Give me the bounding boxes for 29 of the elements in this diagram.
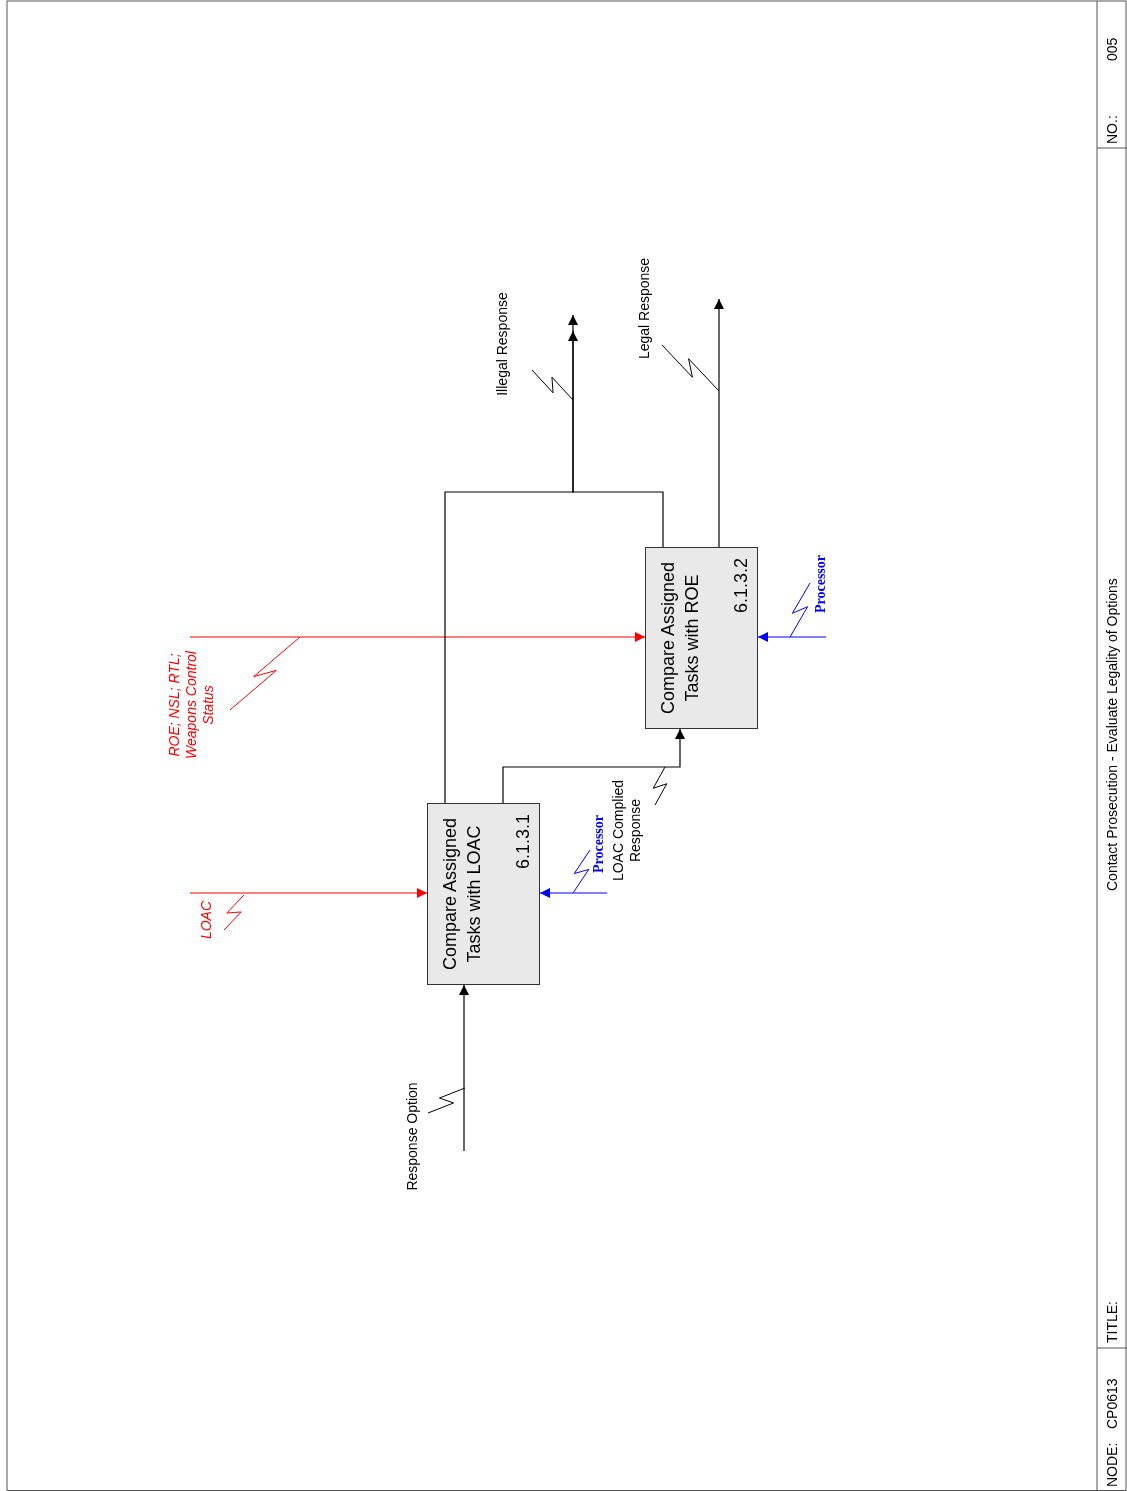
activity-box: [645, 547, 758, 729]
arrow-label: LOAC Complied Response: [610, 778, 644, 884]
arrow-label: Illegal Response: [494, 291, 511, 398]
arrow: [714, 298, 724, 548]
arrow: [459, 984, 469, 1152]
title-block-text: 005: [1103, 37, 1121, 61]
arrow: [539, 888, 608, 898]
activity-number: 6.1.3.2: [730, 558, 752, 614]
arrow: [189, 888, 428, 898]
arrow-label: ROE; NSL; RTL; Weapons Control Status: [166, 649, 217, 761]
arrow: [189, 632, 646, 642]
arrow: [502, 728, 685, 804]
arrow: [757, 632, 827, 642]
arrow: [444, 314, 578, 804]
title-block-text: CP0613: [1103, 1378, 1121, 1429]
arrow: [568, 330, 664, 548]
diagram-title: Contact Prosecution - Evaluate Legality of Options: [1103, 578, 1121, 891]
activity-number: 6.1.3.1: [512, 814, 534, 870]
activity-box: [427, 803, 540, 985]
title-block-text: NODE:: [1103, 1442, 1121, 1487]
activity-name: Compare Assigned Tasks with ROE: [657, 560, 703, 717]
arrow-label: Legal Response: [636, 256, 653, 362]
arrow-label: Processor: [590, 813, 607, 876]
title-block-text: TITLE:: [1103, 1301, 1121, 1343]
arrow-label: Response Option: [404, 1081, 421, 1193]
activity-name: Compare Assigned Tasks with LOAC: [439, 816, 485, 973]
title-block-text: NO.:: [1103, 115, 1121, 144]
arrow-label: Processor: [812, 553, 829, 616]
arrow-label: LOAC: [198, 899, 215, 942]
